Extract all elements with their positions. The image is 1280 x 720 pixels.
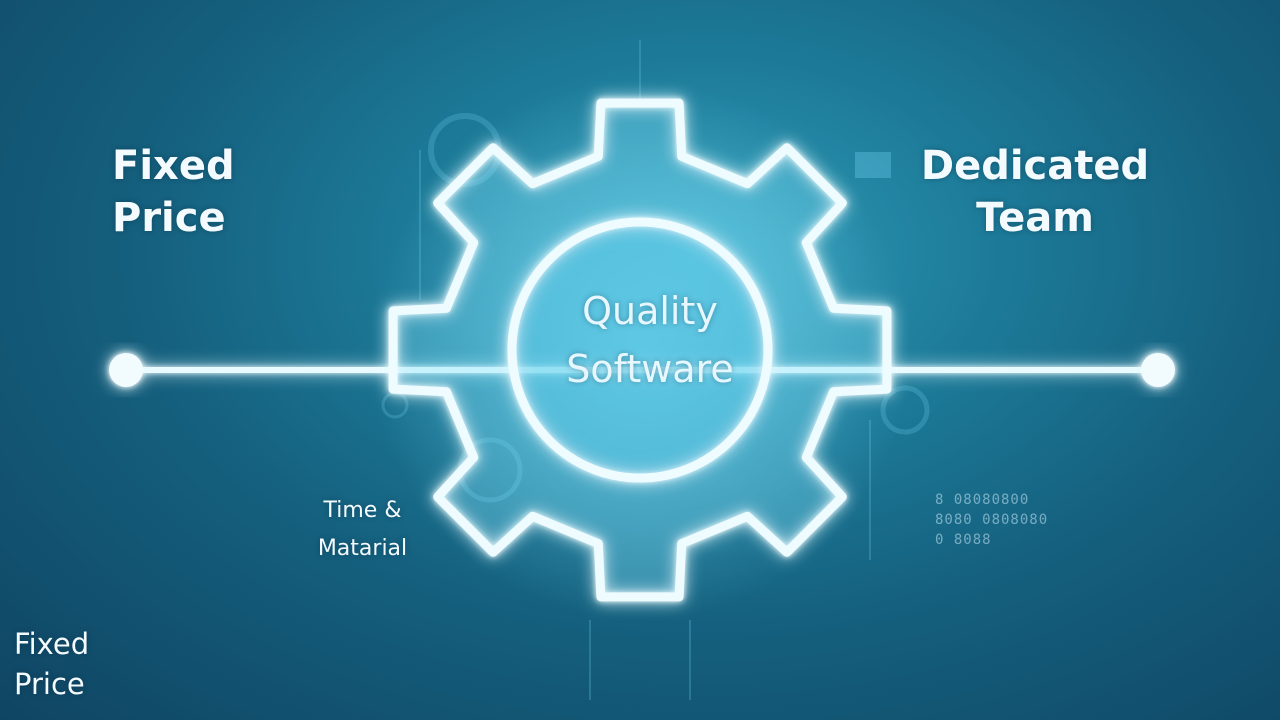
decor-text-line: 0 8088 — [935, 532, 992, 548]
decor-text-line: 8080 0808080 — [935, 512, 1049, 528]
fixed-price-bottom-line2: Price — [14, 667, 85, 701]
gear-inner-ring — [507, 217, 773, 483]
center-label-line2: Software — [566, 347, 734, 391]
dedicated-team-label: Dedicated Team — [905, 140, 1165, 244]
time-material-line2: Matarial — [317, 536, 408, 561]
left-endpoint-dot — [109, 353, 143, 387]
fixed-price-label: Fixed Price — [112, 140, 235, 244]
gear-icon — [388, 98, 892, 602]
center-label: Quality Software — [540, 282, 760, 398]
time-material-label: Time & Matarial — [300, 492, 425, 568]
center-label-line1: Quality — [582, 289, 718, 333]
fixed-price-bottom-line1: Fixed — [14, 627, 90, 661]
fixed-price-bottom-label: Fixed Price — [14, 624, 89, 704]
dedicated-team-line1: Dedicated — [920, 143, 1150, 189]
right-endpoint-dot — [1141, 353, 1175, 387]
decor-text-block: 8 08080800 8080 0808080 0 8088 — [935, 490, 1115, 550]
fixed-price-line2: Price — [112, 195, 226, 241]
time-material-line1: Time & — [323, 498, 402, 523]
dedicated-team-line2: Team — [976, 195, 1094, 241]
fixed-price-line1: Fixed — [112, 143, 235, 189]
decor-text-line: 8 08080800 — [935, 492, 1030, 508]
